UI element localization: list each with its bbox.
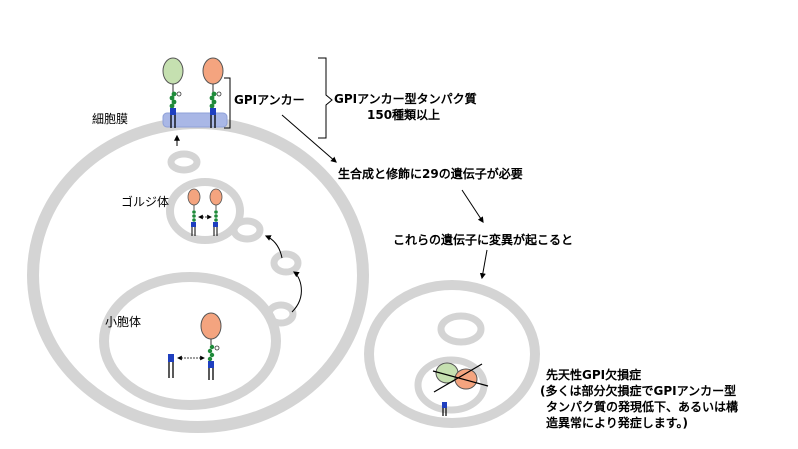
golgi-gpi-proteins <box>187 188 223 236</box>
er-label: 小胞体 <box>105 315 142 329</box>
flow-arrow-2 <box>461 189 484 224</box>
vesicle <box>265 301 297 327</box>
er-gpi-proteins <box>168 312 222 380</box>
plasma-membrane <box>162 112 228 128</box>
gpi-protein-green <box>162 57 184 128</box>
flow-arrow-3 <box>479 249 488 280</box>
disease-title: 先天性GPI欠損症 <box>546 368 642 382</box>
golgi-outline <box>166 178 244 244</box>
disease-note-line2: タンパク質の発現低下、あるいは構 <box>546 400 739 414</box>
gpi-anchor-label: GPIアンカー <box>234 93 305 107</box>
vesicle <box>230 217 264 243</box>
disease-note-line1: (多くは部分欠損症でGPIアンカー型 <box>540 384 737 398</box>
mutation-label: これらの遺伝子に変異が起こると <box>393 233 574 247</box>
plasma-membrane-label: 細胞膜 <box>92 112 129 126</box>
gpi-proteins-label: GPIアンカー型タンパク質 <box>334 92 477 106</box>
synthesis-label: 生合成と修飾に29の遺伝子が必要 <box>338 167 523 181</box>
disease-note-line3: 造異常により発症します。) <box>546 416 689 430</box>
golgi-label: ゴルジ体 <box>121 195 170 209</box>
mutant-proteins <box>432 362 489 416</box>
mutant-vesicle <box>437 312 485 346</box>
gpi-anchor-bracket <box>224 77 231 129</box>
curved-arrow <box>291 271 302 313</box>
vesicle <box>270 250 302 276</box>
mutant-cell-outline <box>364 280 540 428</box>
gpi-proteins-bracket <box>318 57 333 139</box>
er-outline <box>99 272 281 410</box>
gpi-protein-orange <box>202 57 224 128</box>
gpi-proteins-count: 150種類以上 <box>367 108 441 122</box>
vesicle <box>167 150 201 174</box>
flow-arrow-1 <box>281 114 337 163</box>
curved-arrow <box>264 235 283 259</box>
